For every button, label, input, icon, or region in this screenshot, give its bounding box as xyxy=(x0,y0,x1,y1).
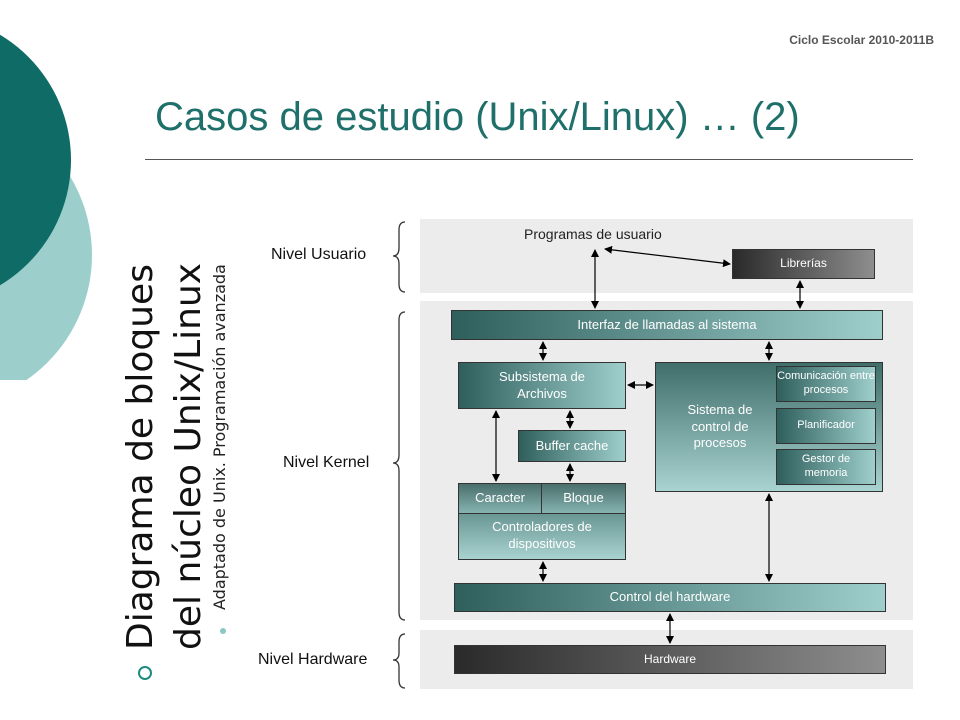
dark-teal-circle xyxy=(0,34,71,286)
char-cell: Caracter xyxy=(458,483,542,514)
process-control-label: Sistema de control de procesos xyxy=(687,401,753,451)
hardware-control-box: Control del hardware xyxy=(454,583,886,612)
bullet-ring-icon xyxy=(138,666,152,680)
buffer-cache-box: Buffer cache xyxy=(518,430,626,462)
block-cell: Bloque xyxy=(541,483,626,514)
hardware-level-bracket xyxy=(392,633,406,689)
decorative-circles xyxy=(0,34,92,380)
arrow-programs-libraries xyxy=(604,245,731,268)
libraries-box: Librerías xyxy=(732,249,875,279)
memory-manager-box: Gestor de memoria xyxy=(776,449,876,485)
kernel-level-bracket xyxy=(392,311,406,621)
page-title: Casos de estudio (Unix/Linux) … (2) xyxy=(155,95,800,139)
level-hardware-label: Nivel Hardware xyxy=(258,651,368,668)
scheduler-box: Planificador xyxy=(776,408,876,444)
level-user-label: Nivel Usuario xyxy=(271,246,367,263)
level-kernel-label: Nivel Kernel xyxy=(283,454,370,471)
hardware-box: Hardware xyxy=(454,645,886,674)
device-drivers-label: Controladores de dispositivos xyxy=(492,519,592,552)
ipc-box: Comunicación entre procesos xyxy=(776,366,876,402)
bullet-dot-icon xyxy=(220,628,226,634)
user-programs-label: Programas de usuario xyxy=(524,226,662,242)
syscall-interface-box: Interfaz de llamadas al sistema xyxy=(451,310,883,340)
file-subsystem-box: Subsistema de Archivos xyxy=(458,362,626,409)
school-cycle-label: Ciclo Escolar 2010-2011B xyxy=(789,33,934,47)
title-divider xyxy=(145,159,913,160)
user-level-bracket xyxy=(392,221,406,293)
